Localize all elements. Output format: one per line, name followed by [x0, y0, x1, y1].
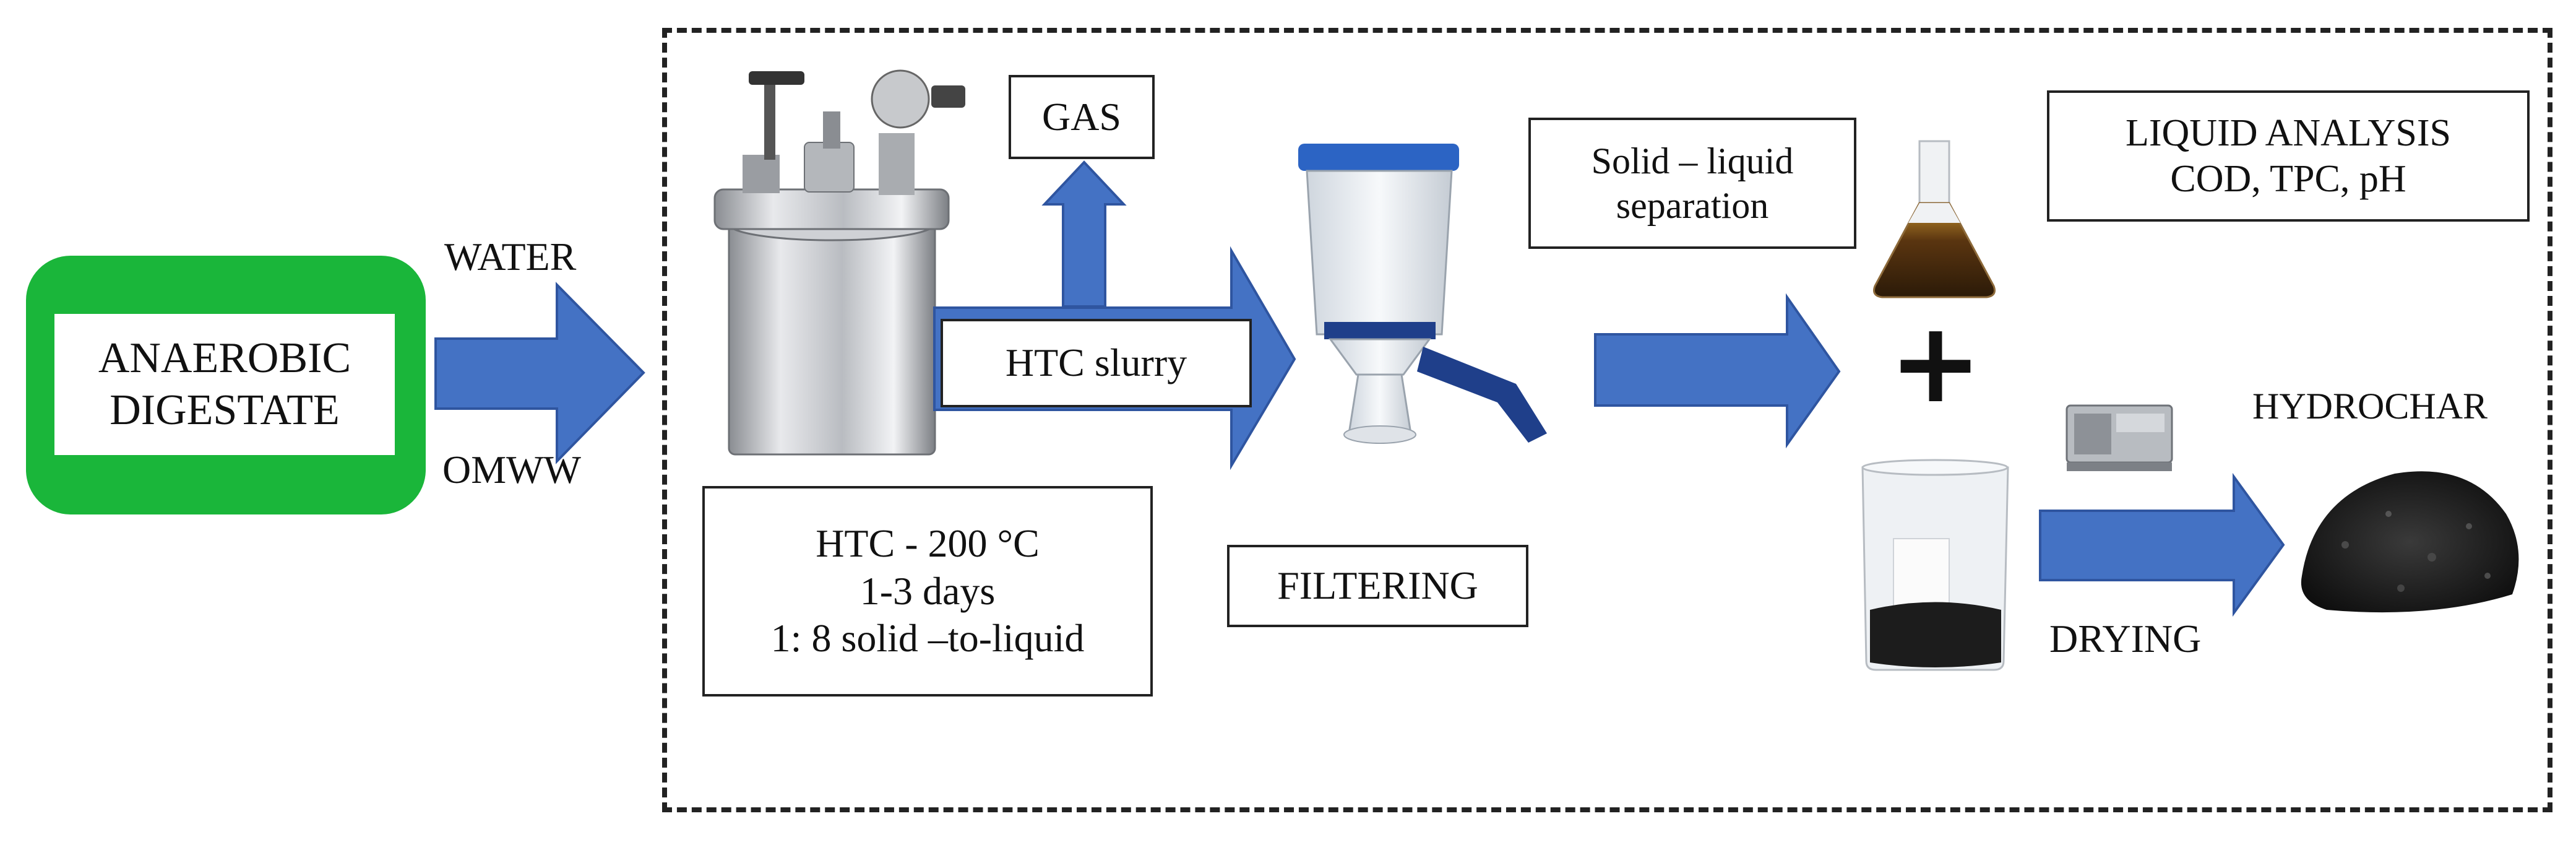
input-label-line2: DIGESTATE	[110, 386, 340, 434]
gas-label: GAS	[1041, 94, 1122, 139]
hydrochar-label: HYDROCHAR	[2252, 386, 2488, 427]
liquid-analysis-line1: LIQUID ANALYSIS	[2126, 111, 2451, 154]
input-box: ANAEROBIC DIGESTATE	[54, 314, 395, 455]
arrow-drying	[2039, 472, 2285, 617]
filtering-label: FILTERING	[1277, 563, 1478, 608]
gas-box: GAS	[1009, 75, 1155, 159]
input-label-line1: ANAEROBIC	[98, 334, 351, 382]
process-boundary	[662, 28, 2552, 812]
drying-label: DRYING	[2049, 617, 2202, 661]
htc-reactor-image	[713, 69, 965, 456]
arrow-gas	[1041, 160, 1127, 308]
drying-oven-image	[2066, 404, 2173, 471]
liquid-analysis-box: LIQUID ANALYSIS COD, TPC, pH	[2047, 90, 2530, 222]
vacuum-filter-image	[1298, 144, 1547, 444]
slurry-label: HTC slurry	[1005, 341, 1187, 385]
slurry-box: HTC slurry	[941, 319, 1252, 407]
hydrochar-pile-image	[2301, 471, 2519, 613]
liquid-analysis-line2: COD, TPC, pH	[2170, 158, 2406, 200]
arrow-separation	[1594, 293, 1841, 449]
separation-line2: separation	[1616, 185, 1769, 226]
htc-conditions-line2: 1-3 days	[859, 568, 996, 613]
arrow-feed	[434, 282, 645, 464]
htc-conditions-line1: HTC - 200 °C	[816, 521, 1040, 565]
beaker-solids-image	[1861, 459, 2009, 671]
htc-conditions-box: HTC - 200 °C 1-3 days 1: 8 solid –to-liq…	[702, 486, 1153, 697]
feed-water-label: WATER	[444, 235, 577, 279]
htc-conditions-line3: 1: 8 solid –to-liquid	[770, 616, 1085, 661]
separation-box: Solid – liquid separation	[1528, 118, 1856, 249]
filtering-box: FILTERING	[1227, 545, 1528, 627]
separation-line1: Solid – liquid	[1591, 141, 1794, 181]
erlenmeyer-flask-image	[1873, 140, 1996, 298]
plus-sign: +	[1889, 298, 1983, 428]
